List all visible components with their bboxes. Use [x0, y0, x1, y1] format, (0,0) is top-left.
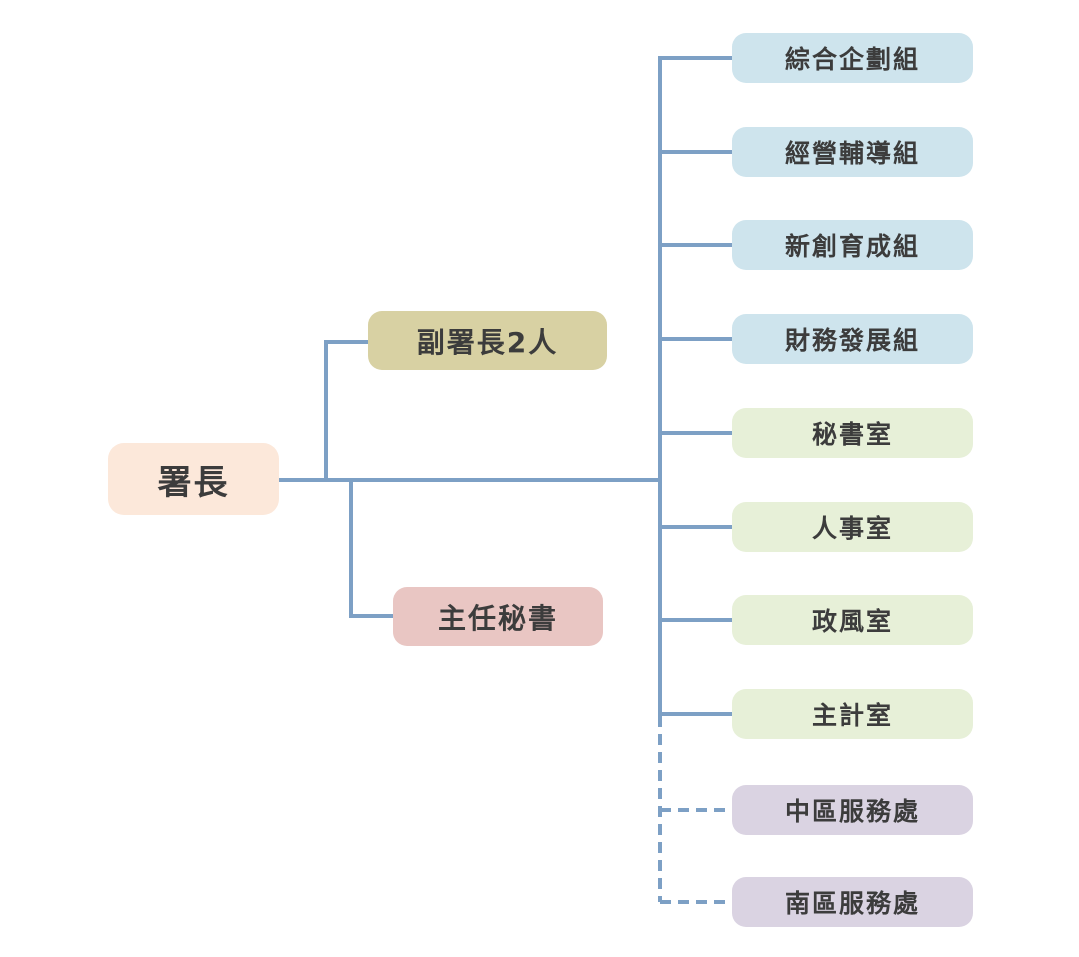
node-business-guidance-division: 經營輔導組 — [732, 127, 973, 177]
node-comprehensive-planning-division: 綜合企劃組 — [732, 33, 973, 83]
node-central-region-service-office: 中區服務處 — [732, 785, 973, 835]
node-startup-incubation-division: 新創育成組 — [732, 220, 973, 270]
node-personnel-office: 人事室 — [732, 502, 973, 552]
node-deputy-director-general: 副署長2人 — [368, 311, 607, 370]
node-chief-secretary: 主任秘書 — [393, 587, 603, 646]
node-financial-development-division: 財務發展組 — [732, 314, 973, 364]
node-secretariat-office: 秘書室 — [732, 408, 973, 458]
node-southern-region-service-office: 南區服務處 — [732, 877, 973, 927]
node-accounting-office: 主計室 — [732, 689, 973, 739]
node-director-general: 署長 — [108, 443, 279, 515]
node-ethics-office: 政風室 — [732, 595, 973, 645]
